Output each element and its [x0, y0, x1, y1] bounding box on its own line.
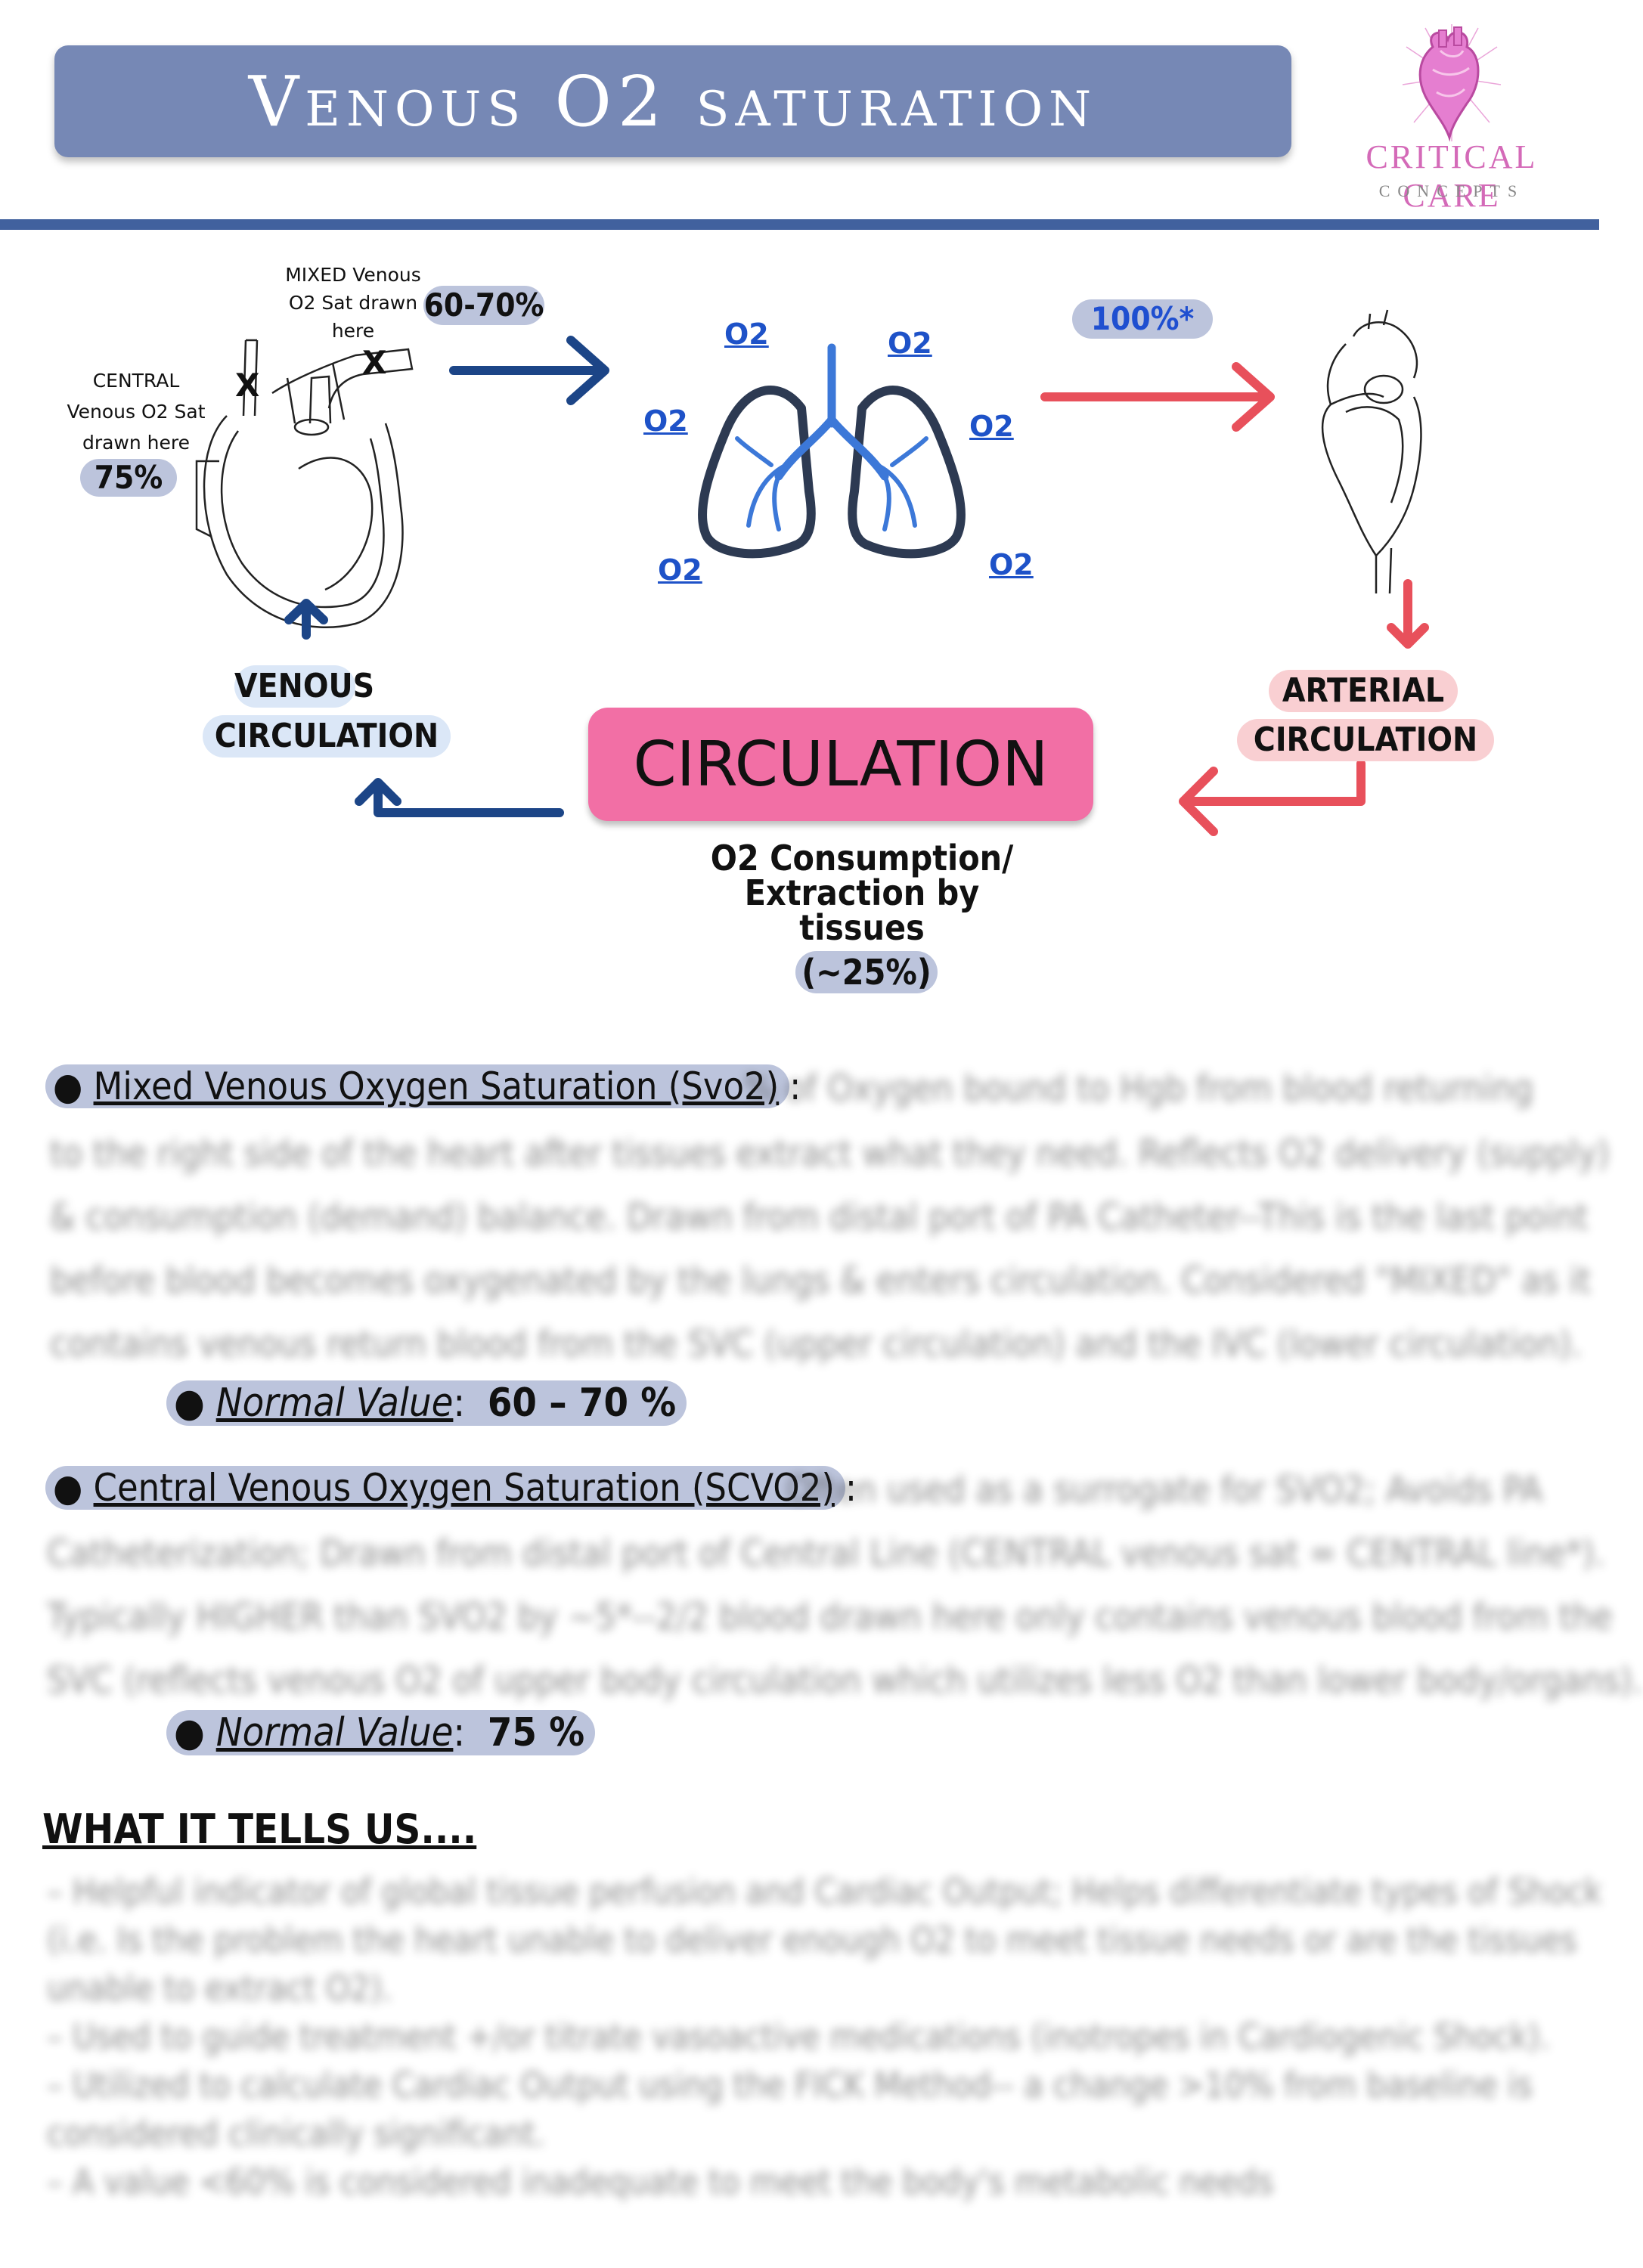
- scvo2-normal: ● Normal Value: 75 %: [166, 1710, 596, 1755]
- arrow-circulation-to-venous: [355, 778, 564, 817]
- consumption-line-1: O2 Consumption/: [710, 838, 1014, 878]
- title-banner: Venous O2 saturation: [54, 45, 1291, 157]
- tells-line-1: (i.e. Is the problem the heart unable to…: [47, 1919, 1577, 1960]
- arterial-circulation-line2: CIRCULATION: [1237, 719, 1494, 761]
- svo2-normal: ● Normal Value: 60 – 70 %: [166, 1380, 687, 1426]
- o2-label-3: O2: [643, 404, 688, 438]
- scvo2-normal-label: Normal Value: [215, 1710, 454, 1755]
- svo2-heading: ● Mixed Venous Oxygen Saturation (Svo2):: [45, 1064, 801, 1108]
- tells-line-5: considered clinically significant.: [47, 2113, 546, 2154]
- scvo2-highlight: ● Central Venous Oxygen Saturation (SCVO…: [45, 1466, 845, 1510]
- arrow-heart-to-lungs: [449, 336, 609, 405]
- arrow-heart-down: [1387, 579, 1429, 649]
- o2-label-2: O2: [888, 327, 932, 360]
- anatomical-heart-icon: [1402, 24, 1502, 142]
- scvo2-line-2: Typically HIGHER than SVO2 by ~5*--2/2 b…: [47, 1596, 1613, 1638]
- venous-circulation-line1: VENOUS: [234, 665, 374, 708]
- logo-line2: CONCEPTS: [1378, 181, 1525, 200]
- svo2-line-4: contains venous return blood from the SV…: [50, 1323, 1583, 1365]
- svo2-description: to the right side of the heart after tis…: [50, 1122, 1610, 1376]
- mixed-venous-value: 60-70%: [423, 286, 544, 325]
- svo2-line-3: before blood becomes oxygenated by the l…: [50, 1259, 1592, 1302]
- central-venous-value: 75%: [80, 459, 177, 497]
- scvo2-line-1: Catheterization; Drawn from distal port …: [47, 1532, 1605, 1575]
- svo2-normal-highlight: ● Normal Value: 60 – 70 %: [166, 1380, 687, 1426]
- scvo2-line-3: SVC (reflects venous O2 of upper body ci…: [47, 1659, 1643, 1702]
- circulation-box: CIRCULATION: [588, 708, 1093, 821]
- arrow-arterial-to-circulation: [1179, 759, 1366, 836]
- svo2-line-1: to the right side of the heart after tis…: [50, 1132, 1610, 1175]
- o2-label-6: O2: [989, 548, 1034, 581]
- arterial-heart-illustration: [1321, 309, 1422, 594]
- tells-line-6: – A value <60% is considered inadequate …: [47, 2161, 1274, 2202]
- tells-line-3: – Used to guide treatment +/or titrate v…: [47, 2016, 1551, 2057]
- logo-line1: CRITICAL CARE: [1366, 138, 1538, 214]
- scvo2-normal-value: 75 %: [487, 1710, 585, 1755]
- svo2-line-0: % of Oxygen bound to Hgb from blood retu…: [744, 1067, 1534, 1110]
- tells-line-4: – Utilized to calculate Cardiac Output u…: [47, 2065, 1533, 2105]
- scvo2-heading: ● Central Venous Oxygen Saturation (SCVO…: [45, 1466, 857, 1510]
- header-divider: [0, 219, 1599, 230]
- svo2-line-2: & consumption (demand) balance. Drawn fr…: [50, 1196, 1589, 1238]
- scvo2-colon: :: [845, 1466, 857, 1510]
- arterial-circulation-line1: ARTERIAL: [1269, 670, 1458, 712]
- arrow-lungs-to-heart: [1040, 362, 1275, 432]
- arrow-venous-up: [284, 599, 328, 640]
- consumption-text: O2 Consumption/ Extraction by tissues: [658, 841, 1066, 945]
- svo2-normal-value: 60 – 70 %: [487, 1380, 677, 1426]
- arterial-value: 100%*: [1072, 299, 1213, 339]
- o2-label-5: O2: [658, 553, 702, 587]
- central-x-mark: X: [235, 367, 260, 404]
- diagram-arrows: [284, 336, 1429, 836]
- tells-line-2: unable to extract O2).: [47, 1968, 392, 2009]
- consumption-line-2: Extraction by: [744, 872, 980, 913]
- page-title: Venous O2 saturation: [248, 60, 1098, 142]
- venous-circulation-line2: CIRCULATION: [203, 715, 451, 758]
- mixed-venous-label: MIXED Venous O2 Sat drawn here: [285, 264, 421, 342]
- what-it-tells-us-list: – Helpful indicator of global tissue per…: [47, 1867, 1602, 2206]
- what-it-tells-us-heading: WHAT IT TELLS US....: [42, 1805, 477, 1853]
- logo: CRITICAL CARE CONCEPTS: [1319, 17, 1584, 214]
- o2-label-4: O2: [969, 410, 1014, 443]
- scvo2-normal-highlight: ● Normal Value: 75 %: [166, 1710, 596, 1755]
- consumption-line-3: tissues: [799, 907, 925, 948]
- scvo2-description: Catheterization; Drawn from distal port …: [47, 1522, 1643, 1712]
- circulation-title: CIRCULATION: [633, 728, 1049, 801]
- o2-label-1: O2: [724, 318, 769, 351]
- svo2-colon: :: [789, 1064, 801, 1108]
- tells-line-0: – Helpful indicator of global tissue per…: [47, 1871, 1602, 1912]
- mixed-x-mark: X: [362, 344, 387, 381]
- svo2-normal-label: Normal Value: [215, 1380, 454, 1426]
- scvo2-term: Central Venous Oxygen Saturation (SCVO2): [93, 1466, 835, 1510]
- svo2-highlight: ● Mixed Venous Oxygen Saturation (Svo2): [45, 1064, 790, 1108]
- venous-heart-illustration: [195, 339, 414, 629]
- consumption-value: (~25%): [795, 951, 938, 993]
- svo2-term: Mixed Venous Oxygen Saturation (Svo2): [93, 1064, 780, 1108]
- scvo2-line-0: Often used as a surrogate for SVO2; Avoi…: [786, 1469, 1543, 1511]
- central-venous-label: CENTRAL Venous O2 Sat drawn here: [67, 370, 206, 454]
- lungs-illustration: [698, 343, 966, 559]
